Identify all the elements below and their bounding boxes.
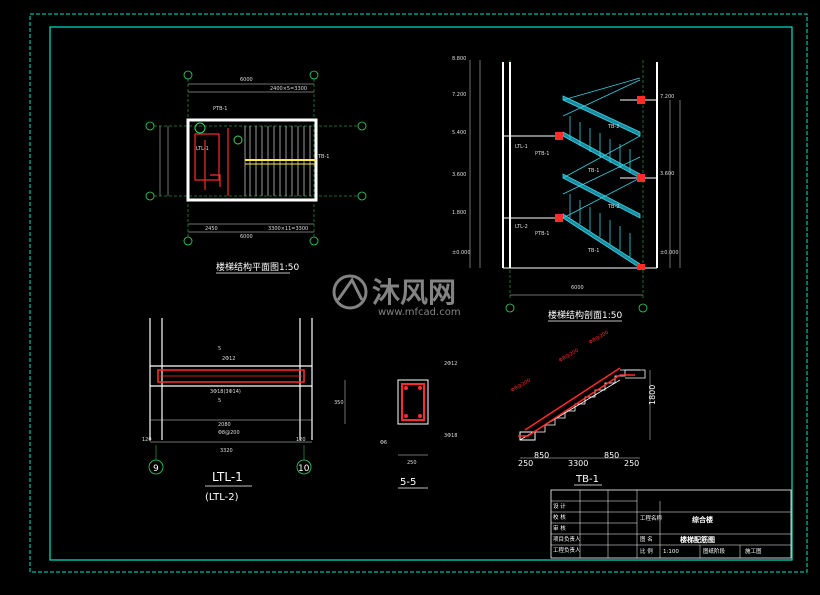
- section-caption: 楼梯结构剖面1:50: [548, 309, 622, 321]
- beam-dim-clear: 2080: [218, 422, 231, 428]
- section-label-ltl2: LTL-2: [515, 224, 528, 230]
- plan-dim-top-2: 2400×5=3300: [270, 86, 307, 92]
- section-label-ptb1: PTB-1: [535, 151, 550, 157]
- beam-dim-right: 120: [296, 437, 306, 443]
- tb1-dim-3: 3300: [568, 459, 588, 468]
- section-label-tb1b: TB-1: [587, 248, 599, 254]
- section-level-2: 7.200: [452, 92, 466, 98]
- tb-row-3: 审 核: [553, 524, 566, 532]
- plan-label-tb: TB-1: [317, 154, 329, 160]
- plan-dim-bottom-3: 6000: [240, 234, 253, 240]
- beam-caption-alt: (LTL-2): [205, 492, 239, 503]
- beam-note-bottom: 3Φ18(3Φ14): [210, 389, 241, 395]
- tb-drawing: 楼梯配筋图: [680, 535, 715, 544]
- beam-dim-left: 120: [142, 437, 152, 443]
- tb1-dim-6: 1800: [648, 385, 657, 405]
- tb-row-2: 校 核: [553, 513, 566, 521]
- tb1-dim-5: 250: [624, 459, 639, 468]
- section-level-4: 3.600: [452, 172, 466, 178]
- section-label-tb1: TB-1: [587, 168, 599, 174]
- tb1-note-2: Φ8@200: [558, 348, 580, 364]
- plan-label-ltl: LTL-1: [196, 146, 209, 152]
- detail-dim-height: 350: [334, 400, 344, 406]
- beam-axis-right: 10: [298, 464, 310, 474]
- tb-project: 综合楼: [692, 515, 713, 524]
- beam-note-top: 2Φ12: [222, 356, 235, 362]
- detail-note-stirrup: Φ6: [380, 440, 387, 446]
- tb-meta-5: 图纸阶段: [703, 547, 726, 555]
- outer-frame: [29, 13, 808, 573]
- beam-ltl1-detail: 2Φ12 3Φ18(3Φ14) 2080 Φ8@200 120 120 3320…: [142, 318, 313, 503]
- section-5-5-detail: 2Φ12 3Φ18 Φ6 250 350 5-5: [334, 361, 457, 489]
- beam-dim-total: 3320: [220, 448, 233, 454]
- tb-meta-1: 工程名称: [640, 514, 663, 522]
- section-level-5: 1.800: [452, 210, 466, 216]
- tb-meta-3: 比 例: [640, 547, 653, 555]
- tb1-dim-1: 250: [518, 459, 533, 468]
- beam-note-stirrup: Φ8@200: [218, 430, 240, 436]
- tb-row-5: 工程负责人: [553, 546, 581, 554]
- title-block: 设 计 校 核 审 核 项目负责人 工程负责人 工程名称 综合楼 图 名 楼梯配…: [550, 489, 792, 559]
- stair-section-view: 8.800 7.200 5.400 3.600 1.800 ±0.000 7.2…: [452, 56, 681, 322]
- tb-meta-6: 施工图: [745, 547, 762, 555]
- plan-dim-bottom-2: 3300×11=3300: [268, 226, 308, 232]
- section-label-ltl1: LTL-1: [515, 144, 528, 150]
- section-level-1: 8.800: [452, 56, 466, 62]
- tb1-dim-2: 850: [534, 451, 549, 460]
- section-level-6: ±0.000: [452, 250, 471, 256]
- section-level-3: 5.400: [452, 130, 466, 136]
- detail-note-top: 2Φ12: [444, 361, 457, 367]
- stair-plan-view: 6000 2400×5=3300 2450 3300×11=3300 6000 …: [145, 70, 367, 274]
- plan-label-ptb: PTB-1: [213, 106, 228, 112]
- beam-section-mark-bottom: 5: [218, 398, 221, 404]
- detail-note-bottom: 3Φ18: [444, 433, 457, 439]
- section-label-ptb2: PTB-1: [535, 231, 550, 237]
- plan-dim-top: 6000: [240, 77, 253, 83]
- section-label-tb2b: TB-2: [607, 204, 619, 210]
- beam-caption: LTL-1: [212, 470, 243, 484]
- section-bottom-dim: 6000: [571, 285, 584, 291]
- tb-row-1: 设 计: [553, 502, 566, 510]
- tb1-note-1: Φ8@200: [510, 378, 532, 394]
- watermark-url: www.mfcad.com: [378, 307, 461, 318]
- section-right-level-2: 3.600: [660, 171, 674, 177]
- plan-dim-bottom: 2450: [205, 226, 218, 232]
- tb-row-4: 项目负责人: [553, 535, 581, 543]
- tb-meta-2: 图 名: [640, 535, 653, 543]
- tb1-note-3: Φ8@200: [588, 330, 610, 346]
- inner-frame: [49, 26, 793, 561]
- tb1-detail: Φ8@200 Φ8@200 Φ8@200 250 850 3300 850 25…: [510, 330, 657, 486]
- detail-caption: 5-5: [400, 477, 416, 488]
- detail-dim-width: 250: [407, 460, 417, 466]
- tb1-caption: TB-1: [575, 474, 599, 485]
- plan-caption: 楼梯结构平面图1:50: [216, 261, 299, 273]
- tb1-dim-4: 850: [604, 451, 619, 460]
- watermark-logo: 沐风网: [372, 276, 456, 309]
- beam-section-mark-top: 5: [218, 346, 221, 352]
- watermark: 沐风网 www.mfcad.com: [332, 274, 461, 318]
- section-right-level-1: 7.200: [660, 94, 674, 100]
- section-right-level-3: ±0.000: [660, 250, 679, 256]
- tb-meta-4: 1:100: [663, 549, 679, 555]
- section-label-tb2: TB-2: [607, 124, 619, 130]
- beam-axis-left: 9: [153, 464, 159, 474]
